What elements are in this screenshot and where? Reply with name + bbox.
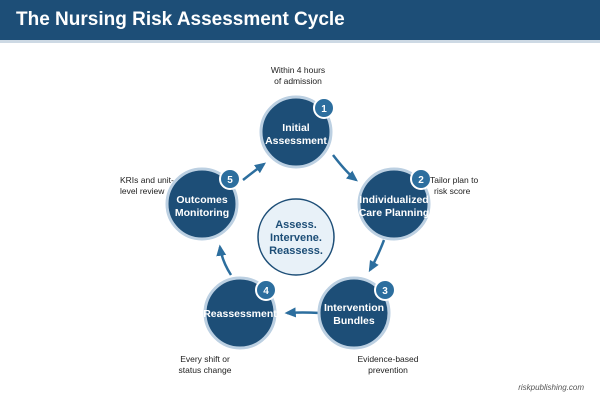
step-3-note-line-1: Evidence-based — [358, 354, 419, 364]
step-3-badge — [374, 279, 396, 301]
center-line-3: Reassess. — [269, 245, 323, 257]
step-intervention-bundles: Intervention Bundles 3 — [317, 276, 396, 350]
step-1-note-line-2: of admission — [274, 76, 322, 86]
center-line-1: Assess. — [275, 219, 317, 231]
step-3-number: 3 — [382, 286, 388, 297]
arrow-1-to-2 — [332, 154, 358, 182]
step-1-note-line-1: Within 4 hours — [271, 65, 325, 75]
step-1-number: 1 — [321, 104, 327, 115]
step-5-label-line-2: Monitoring — [175, 207, 229, 219]
step-2-label-line-1: Individualized — [359, 194, 428, 206]
arrow-3-to-4 — [284, 307, 321, 318]
step-2-number: 2 — [418, 175, 424, 186]
arrow-2-to-3 — [368, 239, 386, 273]
step-4-label: Reassessment — [203, 308, 277, 320]
title-bar: The Nursing Risk Assessment Cycle — [0, 0, 600, 40]
step-2-note-line-1: Tailor plan to — [430, 175, 478, 185]
arrow-5-to-1 — [242, 162, 267, 181]
step-1-badge — [313, 97, 335, 119]
page-title: The Nursing Risk Assessment Cycle — [16, 9, 345, 30]
step-1-label-line-2: Assessment — [265, 135, 327, 147]
step-2-badge — [410, 168, 432, 190]
step-5-label-line-1: Outcomes — [176, 194, 228, 206]
step-3-label-line-2: Bundles — [333, 315, 375, 327]
step-4-number: 4 — [263, 286, 269, 297]
step-3-label-line-1: Intervention — [324, 302, 384, 314]
step-4-note-line-2: status change — [179, 365, 232, 375]
step-5-badge — [219, 168, 241, 190]
footer-credit: riskpublishing.com — [518, 383, 584, 392]
step-5-note-line-1: KRIs and unit- — [120, 175, 174, 185]
center-line-2: Intervene. — [270, 232, 322, 244]
step-initial-assessment: Initial Assessment 1 — [259, 95, 335, 169]
step-2-label-line-2: Care Planning — [359, 207, 430, 219]
step-1-label-line-1: Initial — [282, 122, 310, 134]
step-care-planning: Individualized Care Planning 2 — [357, 167, 432, 241]
step-reassessment: Reassessment 4 — [203, 276, 277, 350]
step-3-note-line-2: prevention — [368, 365, 408, 375]
step-5-number: 5 — [227, 175, 233, 186]
step-5-note-line-2: level review — [120, 186, 165, 196]
step-outcomes-monitoring: Outcomes Monitoring 5 — [165, 167, 241, 241]
step-4-badge — [255, 279, 277, 301]
arrow-4-to-5 — [216, 244, 233, 276]
step-2-note-line-2: risk score — [434, 186, 471, 196]
center-hub: Assess. Intervene. Reassess. — [257, 198, 335, 276]
title-underline — [0, 40, 600, 43]
step-4-note-line-1: Every shift or — [180, 354, 230, 364]
